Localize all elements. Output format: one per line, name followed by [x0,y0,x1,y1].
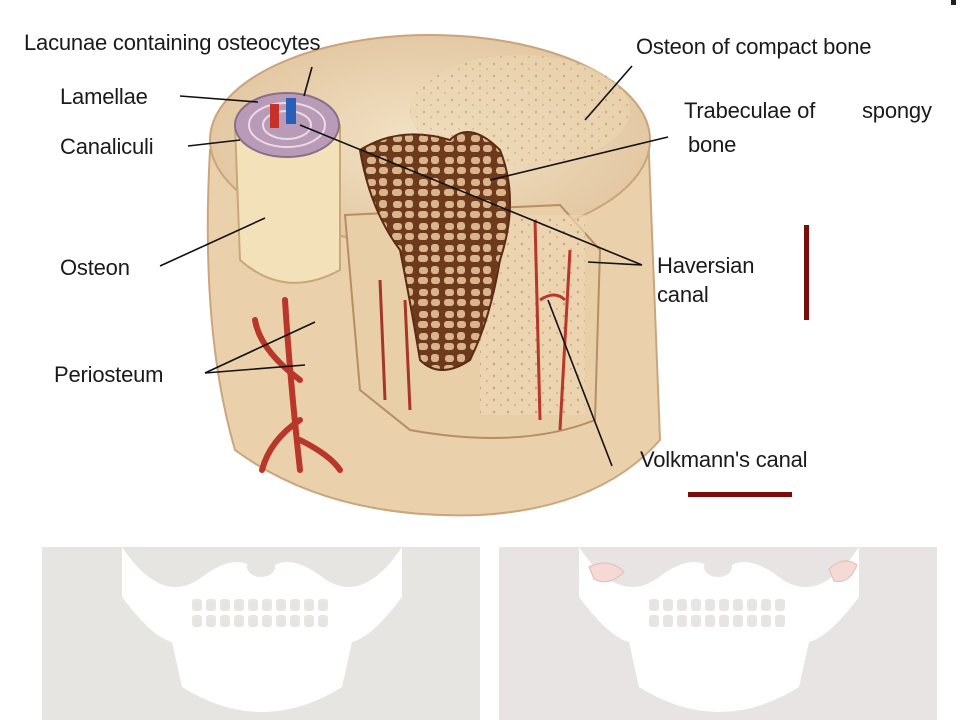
label-haversian: Haversian [657,253,755,278]
skull-watermark-icon [579,547,859,712]
label-periosteum: Periosteum [54,362,164,387]
corner-marker [951,0,956,5]
label-volkmann: Volkmann's canal [640,447,808,472]
artery-in-osteon [270,104,279,128]
vein-in-osteon [286,98,296,124]
label-osteon-compact: Osteon of compact bone [636,34,872,59]
spongy-bone [358,131,511,371]
watermark-panel-right [499,547,937,720]
skull-watermark-icon [122,547,402,712]
label-osteon: Osteon [60,255,130,280]
osteon-cylinder [233,124,341,284]
horizontal-marker [688,492,792,497]
periosteal-vessel [252,297,343,473]
vertical-marker [804,225,809,320]
label-trabeculae: Trabeculae of [684,98,816,123]
label-bone: bone [688,132,737,157]
leader-lines [159,65,669,467]
label-lamellae: Lamellae [60,84,148,109]
watermark-panel-left [42,547,480,720]
label-canal: canal [657,282,709,307]
label-lacunae: Lacunae containing osteocytes [24,30,321,55]
label-canaliculi: Canaliculi [60,134,154,159]
label-spongy: spongy [862,98,932,123]
